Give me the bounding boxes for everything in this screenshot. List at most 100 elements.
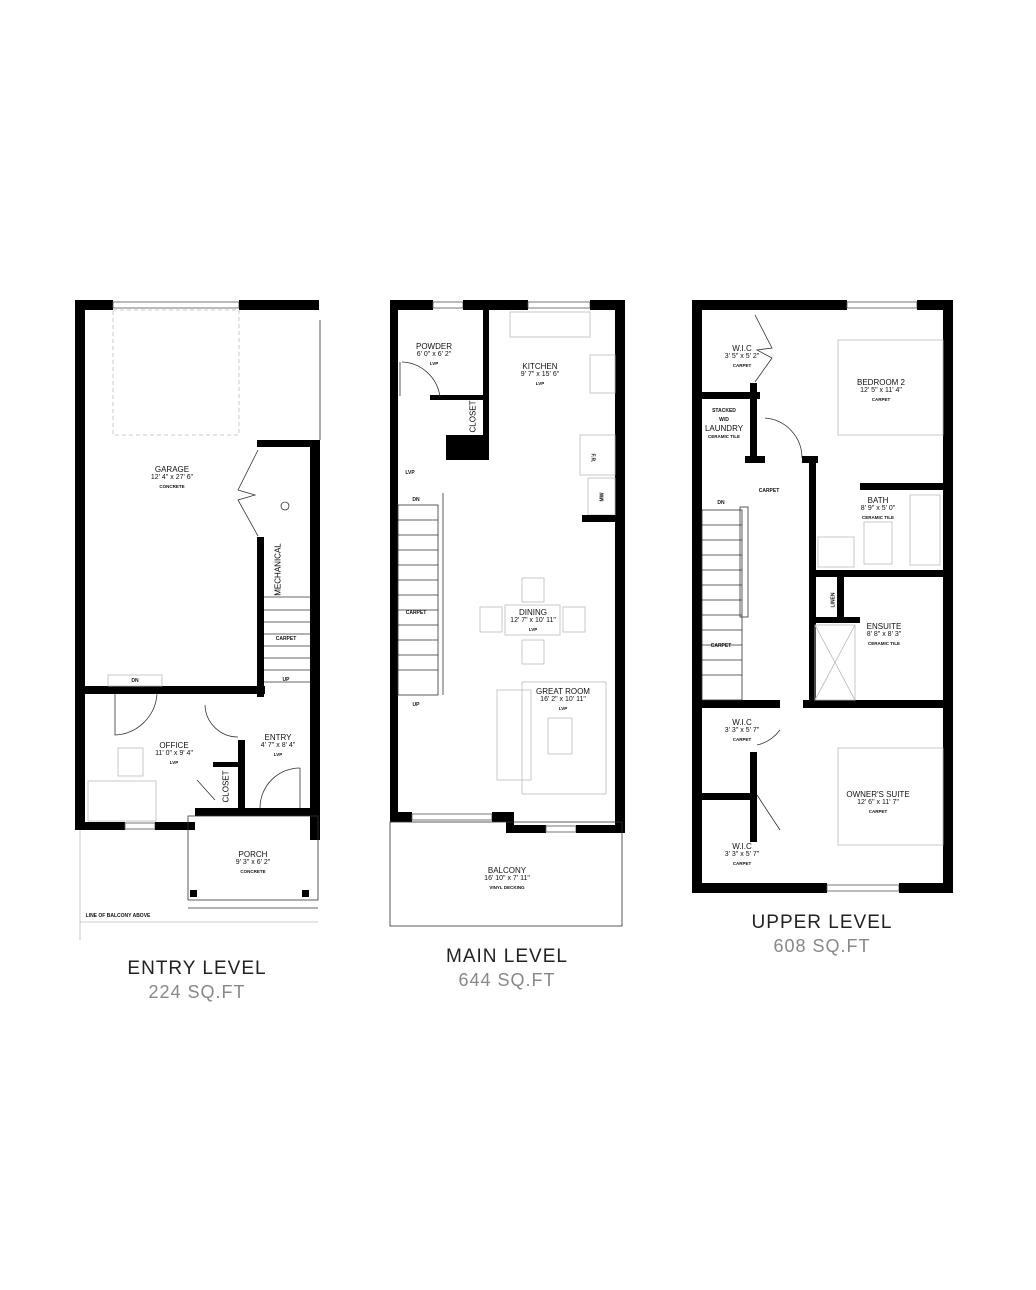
room-floor: CARPET [732, 363, 752, 369]
room-dimensions: 12' 5" x 11' 4" [860, 387, 902, 395]
room-dimensions: 9' 3" x 6' 2" [235, 859, 271, 867]
room-porch: PORCH 9' 3" x 6' 2" CONCRETE [236, 850, 271, 874]
room-dimensions: 3' 3" x 5' 7" [724, 727, 760, 735]
room-floor: LVP [429, 361, 439, 367]
wall [257, 537, 264, 697]
level-area: 644 SQ.FT [458, 970, 556, 990]
wall [239, 300, 319, 310]
room-floor: LVP [535, 381, 545, 387]
room-dimensions: 4' 7" x 8' 4" [260, 742, 296, 750]
room-dimensions: 9' 7" x 15' 6" [520, 371, 560, 379]
room-owners-suite: OWNER'S SUITE 12' 6" x 11' 7" CARPET [846, 790, 909, 814]
room-dimensions: 6' 0" x 6' 2" [416, 351, 452, 359]
room-laundry: LAUNDRY CERAMIC TILE [705, 424, 743, 439]
closet-label: CLOSET [221, 770, 231, 803]
room-dimensions: 12' 4" x 27' 6" [150, 474, 194, 482]
room-dimensions: 16' 2" x 10' 11" [540, 696, 586, 704]
room-floor: CARPET [732, 861, 752, 867]
room-name: OFFICE [159, 741, 189, 750]
room-dimensions: 12' 6" x 11' 7" [857, 799, 899, 807]
room-kitchen: KITCHEN 9' 7" x 15' 6" LVP [521, 362, 559, 386]
dining-table [504, 604, 561, 636]
room-name: OWNER'S SUITE [846, 790, 910, 799]
stair-up-label: UP [282, 677, 290, 683]
room-wic-3: W.I.C 3' 3" x 5' 7" CARPET [725, 842, 760, 866]
stair-up-label: UP [412, 702, 420, 708]
room-name: PORCH [238, 850, 268, 859]
room-name: BATH [867, 496, 889, 505]
room-name: DINING [519, 608, 547, 617]
room-dimensions: 11' 0" x 9' 4" [155, 750, 193, 758]
wall [75, 822, 125, 830]
room-name: LAUNDRY [704, 424, 744, 433]
room-floor: LVP [528, 627, 538, 633]
bathtub [909, 494, 941, 566]
room-floor: CERAMIC TILE [708, 434, 740, 440]
staircase [701, 506, 749, 701]
stair-carpet-label: CARPET [275, 636, 297, 642]
upper-level-caption: UPPER LEVEL 608 SQ.FT [752, 912, 893, 957]
room-name: ENSUITE [866, 622, 902, 631]
wd-label: W/D [719, 417, 729, 423]
lvp-label: LVP [405, 470, 415, 476]
room-floor: CONCRETE [159, 484, 185, 490]
porch-outline [187, 815, 319, 901]
room-floor: VINYL DECKING [489, 885, 525, 891]
level-area: 608 SQ.FT [773, 936, 871, 956]
closet-label: CLOSET [468, 400, 478, 433]
room-name: BEDROOM 2 [856, 378, 906, 387]
room-dimensions: 8' 9" x 5' 0" [860, 505, 896, 513]
stair-carpet-label: CARPET [405, 610, 427, 616]
level-title: MAIN LEVEL [446, 946, 568, 967]
level-area: 224 SQ.FT [148, 982, 246, 1002]
room-name: W.I.C [732, 718, 752, 727]
room-name: POWDER [416, 342, 452, 351]
room-name: W.I.C [732, 344, 752, 353]
room-floor: CONCRETE [240, 869, 266, 875]
shower [814, 624, 856, 701]
room-dimensions: 3' 3" x 5' 7" [724, 851, 760, 859]
stair-carpet-label: CARPET [710, 643, 732, 649]
room-wic-1: W.I.C 3' 5" x 5' 2" CARPET [725, 344, 760, 368]
room-wic-2: W.I.C 3' 3" x 5' 7" CARPET [725, 718, 760, 742]
room-powder: POWDER 6' 0" x 6' 2" LVP [416, 342, 452, 366]
stair-dn-label: DN [131, 678, 139, 684]
room-name: ENTRY [264, 733, 292, 742]
room-balcony: BALCONY 16' 10" x 7' 11" VINYL DECKING [484, 866, 530, 890]
room-floor: LVP [273, 752, 283, 758]
wall [75, 300, 85, 830]
wall [85, 686, 265, 694]
balcony-outline [389, 821, 623, 927]
entry-level-plan [75, 300, 321, 940]
room-floor: CARPET [868, 809, 888, 815]
stacked-label: STACKED [712, 408, 736, 414]
wall [213, 762, 243, 767]
room-ensuite: ENSUITE 8' 8" x 8' 3" CERAMIC TILE [867, 622, 902, 646]
room-name: GARAGE [154, 465, 190, 474]
microwave-label: MW [599, 492, 606, 502]
level-title: UPPER LEVEL [751, 912, 893, 933]
entry-level-caption: ENTRY LEVEL 224 SQ.FT [127, 958, 266, 1003]
wall [155, 822, 195, 830]
garage-door [112, 301, 240, 309]
rug [521, 681, 607, 795]
room-dimensions: 12' 7" x 10' 11" [510, 617, 556, 625]
sofa [496, 689, 532, 781]
balcony-above-label: LINE OF BALCONY ABOVE [85, 913, 151, 919]
room-name: GREAT ROOM [536, 687, 590, 696]
room-name: W.I.C [732, 842, 752, 851]
linen-label: LINEN [830, 592, 837, 608]
room-name: KITCHEN [522, 362, 558, 371]
level-title: ENTRY LEVEL [127, 958, 267, 979]
hall-carpet-label: CARPET [758, 488, 780, 494]
upper-level-plan [692, 300, 953, 893]
wall [310, 440, 320, 840]
room-name: BALCONY [487, 866, 527, 875]
room-dining: DINING 12' 7" x 10' 11" LVP [510, 608, 556, 632]
room-floor: LVP [558, 706, 568, 712]
fridge-label: F.R. [589, 453, 596, 463]
main-level-plan [389, 300, 625, 927]
room-floor: LVP [169, 760, 179, 766]
wall [257, 440, 320, 447]
